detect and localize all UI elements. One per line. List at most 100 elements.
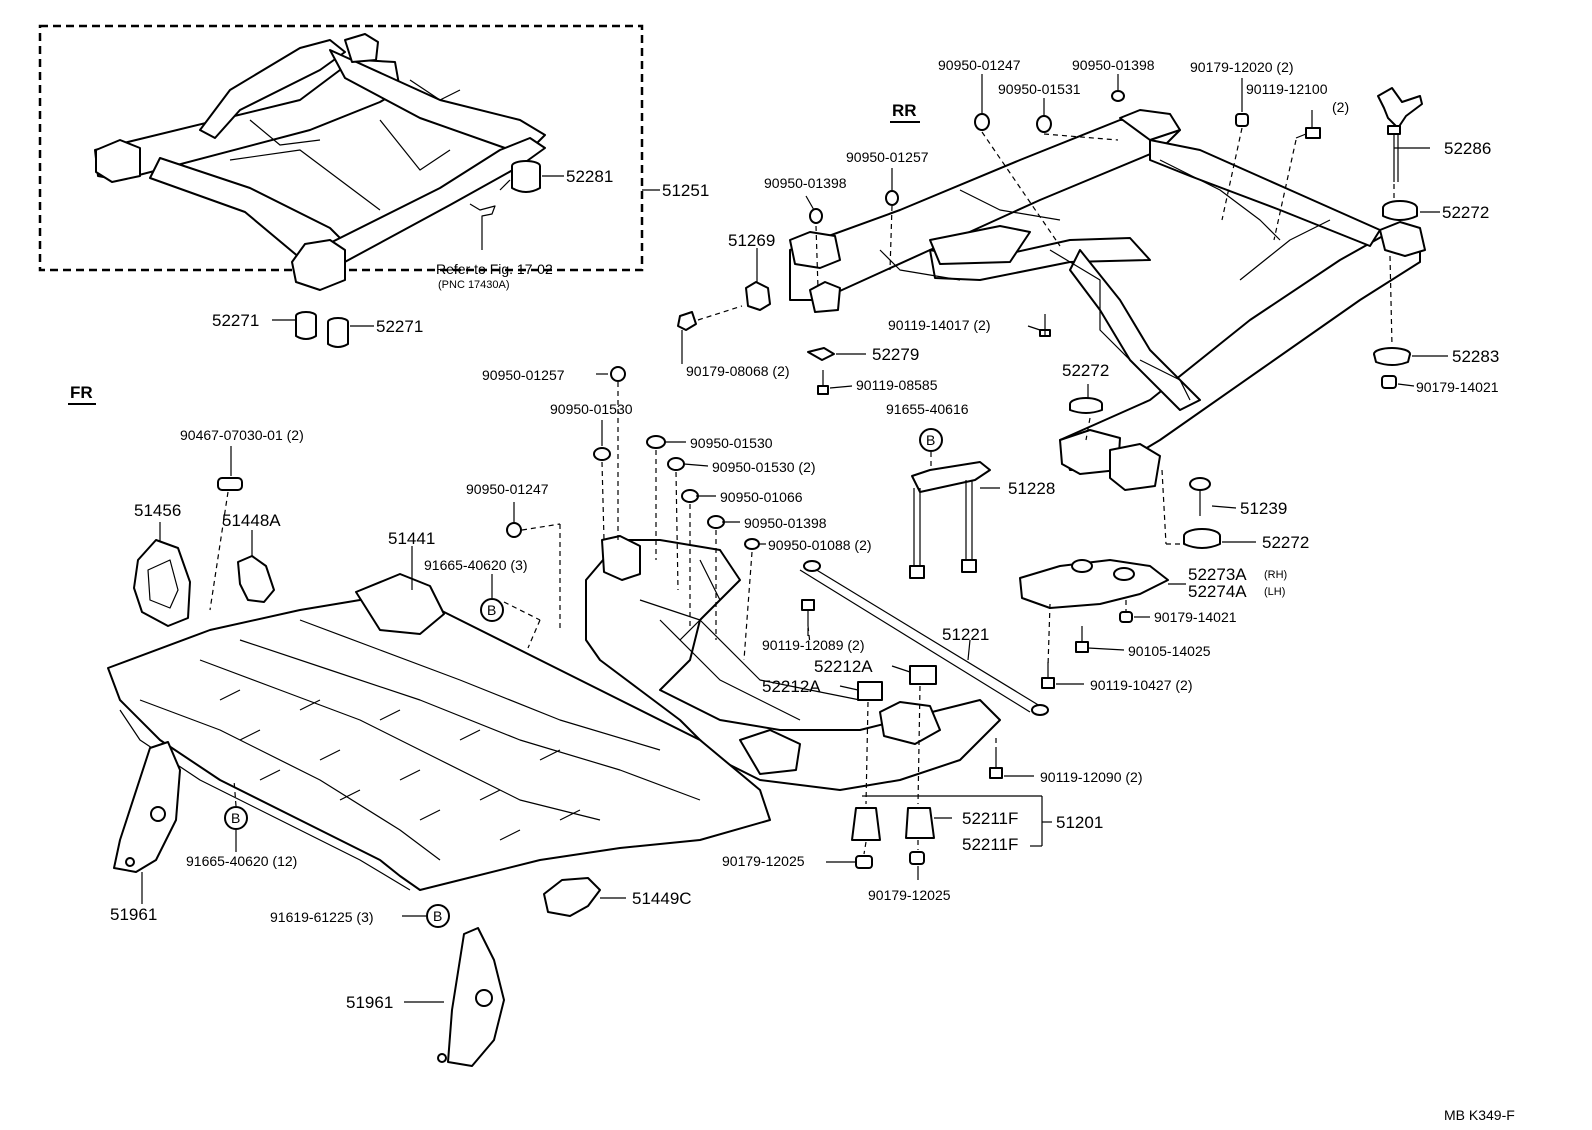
callout-52272-mid: 52272 bbox=[1062, 361, 1109, 380]
callout-51441: 51441 bbox=[388, 529, 435, 548]
callout-51221: 51221 bbox=[942, 625, 989, 644]
callout-90950-01066: 90950-01066 bbox=[720, 489, 803, 505]
nut-90179-12020-icon bbox=[1235, 113, 1249, 127]
callout-52272-low: 52272 bbox=[1262, 533, 1309, 552]
callout-90950-01088: 90950-01088 (2) bbox=[768, 537, 872, 553]
nut-90179-14021-top-icon bbox=[1381, 375, 1397, 389]
bolt-51239-icon bbox=[1189, 477, 1211, 516]
cushion-52271-right-icon bbox=[327, 317, 349, 348]
cushion-52212A-a-icon bbox=[909, 665, 937, 685]
cover-51456-icon bbox=[133, 539, 191, 627]
bracket-51269-icon bbox=[745, 281, 771, 311]
clip-b-91665-3-icon: B bbox=[480, 598, 504, 622]
plug-90950-01398-mid-icon bbox=[809, 208, 823, 224]
callout-52212A-a: 52212A bbox=[814, 657, 873, 676]
nut-90179-12025-b-icon bbox=[909, 851, 925, 865]
callout-90950-01530-c: 90950-01530 (2) bbox=[712, 459, 816, 475]
callout-52273A: 52273A bbox=[1188, 565, 1247, 584]
plug-90950-01398-top-icon bbox=[1111, 90, 1125, 102]
clip-b-91665-12-icon: B bbox=[224, 806, 248, 830]
callout-52211F-a: 52211F bbox=[962, 809, 1018, 828]
callout-52274A: 52274A bbox=[1188, 582, 1247, 601]
callout-90119-10427: 90119-10427 (2) bbox=[1090, 677, 1192, 693]
callout-52271-right: 52271 bbox=[376, 317, 423, 336]
plug-90950-01088-icon bbox=[744, 538, 760, 550]
front-direction-label: FR bbox=[68, 383, 96, 405]
cushion-52272-top-icon bbox=[1382, 200, 1418, 221]
dashed-guide-lines bbox=[209, 127, 1395, 855]
callout-90179-14021-top: 90179-14021 bbox=[1416, 379, 1499, 395]
callout-90179-12025-b: 90179-12025 bbox=[868, 887, 951, 903]
callout-51201: 51201 bbox=[1056, 813, 1103, 832]
callout-90467-07030-01: 90467-07030-01 (2) bbox=[180, 427, 304, 443]
callout-52279: 52279 bbox=[872, 345, 919, 364]
front-direction-text: FR bbox=[70, 383, 93, 402]
callout-90105-14025: 90105-14025 bbox=[1128, 643, 1211, 659]
inset-rear-member-drawing bbox=[94, 33, 546, 291]
callout-52273A-side: (RH) bbox=[1264, 569, 1287, 581]
bolt-90119-14017-icon bbox=[1039, 314, 1051, 337]
plug-90950-01257-mid-icon bbox=[610, 366, 626, 382]
figure-code: MB K349-F bbox=[1444, 1107, 1515, 1123]
inset-rear-member-assy bbox=[38, 24, 660, 348]
callout-90179-08068: 90179-08068 (2) bbox=[686, 363, 790, 379]
callout-90950-01531: 90950-01531 bbox=[998, 81, 1081, 97]
bushing-52281-icon bbox=[511, 160, 541, 193]
clip-b-91655-icon: B bbox=[919, 428, 943, 452]
callout-90950-01530-a: 90950-01530 bbox=[550, 401, 633, 417]
callout-51961-a: 51961 bbox=[110, 905, 157, 924]
callout-51448A: 51448A bbox=[222, 511, 281, 530]
callout-90179-14021-low: 90179-14021 bbox=[1154, 609, 1237, 625]
callout-90119-12089: 90119-12089 (2) bbox=[762, 637, 864, 653]
callout-51961-b: 51961 bbox=[346, 993, 393, 1012]
engine-under-cover-drawing bbox=[107, 573, 771, 891]
callout-52271-left: 52271 bbox=[212, 311, 259, 330]
callout-91619-61225: 91619-61225 (3) bbox=[270, 909, 374, 925]
bolt-90119-12090-icon bbox=[989, 752, 1003, 779]
callout-51251: 51251 bbox=[662, 181, 709, 200]
plug-90950-01530-c-icon bbox=[667, 457, 685, 471]
callout-52211F-b: 52211F bbox=[962, 835, 1018, 854]
bolt-90105-14025-icon bbox=[1075, 626, 1089, 653]
clip-b-91619-label: B bbox=[433, 908, 442, 924]
callout-90119-14017: 90119-14017 (2) bbox=[888, 317, 990, 333]
clip-b-91619-icon: B bbox=[426, 904, 450, 928]
nut-90179-08068-icon bbox=[677, 311, 697, 331]
callout-90119-12100: 90119-12100 bbox=[1246, 81, 1328, 97]
reference-line-2: (PNC 17430A) bbox=[438, 279, 510, 291]
callout-51269: 51269 bbox=[728, 231, 775, 250]
bolt-90119-12089-icon bbox=[801, 599, 815, 626]
callout-90950-01398-low: 90950-01398 bbox=[744, 515, 827, 531]
bolt-90119-08585-icon bbox=[817, 370, 829, 395]
plug-90950-01530-a-icon bbox=[593, 447, 611, 461]
cushion-52271-left-icon bbox=[295, 311, 317, 340]
callout-90179-12020: 90179-12020 (2) bbox=[1190, 59, 1294, 75]
callout-90119-12100-qty: (2) bbox=[1332, 99, 1349, 115]
callout-91655-40616: 91655-40616 bbox=[886, 401, 969, 417]
callout-91665-40620-3: 91665-40620 (3) bbox=[424, 557, 528, 573]
bolt-90467-icon bbox=[217, 477, 243, 491]
plate-51961-a-icon bbox=[113, 741, 181, 873]
bolt-90119-10427-icon bbox=[1041, 662, 1055, 689]
stopper-52283-icon bbox=[1373, 347, 1411, 366]
plug-90950-01247-mid-icon bbox=[506, 522, 522, 538]
reference-line-1: Refer to Fig. 17-02 bbox=[436, 261, 553, 277]
plate-51961-b-icon bbox=[437, 927, 505, 1067]
callout-52286: 52286 bbox=[1444, 139, 1491, 158]
plug-90950-01531-icon bbox=[1036, 115, 1052, 133]
nut-90179-14021-low-icon bbox=[1119, 611, 1133, 623]
cushion-52272-mid-icon bbox=[1069, 397, 1103, 414]
callout-51228: 51228 bbox=[1008, 479, 1055, 498]
plug-90950-01247-top-icon bbox=[974, 113, 990, 131]
bracket-52273A-52274A-icon bbox=[1019, 559, 1169, 609]
seal-51448A-icon bbox=[237, 555, 275, 603]
front-suspension-member-drawing bbox=[585, 535, 1049, 791]
cushion-52212A-b-icon bbox=[857, 681, 883, 701]
rear-direction-text: RR bbox=[892, 101, 917, 120]
callout-52274A-side: (LH) bbox=[1264, 586, 1285, 598]
callout-52212A-b: 52212A bbox=[762, 677, 821, 696]
callout-90119-12090: 90119-12090 (2) bbox=[1040, 769, 1142, 785]
callout-52281: 52281 bbox=[566, 167, 613, 186]
callout-91665-40620-12: 91665-40620 (12) bbox=[186, 853, 297, 869]
callout-51449C: 51449C bbox=[632, 889, 692, 908]
